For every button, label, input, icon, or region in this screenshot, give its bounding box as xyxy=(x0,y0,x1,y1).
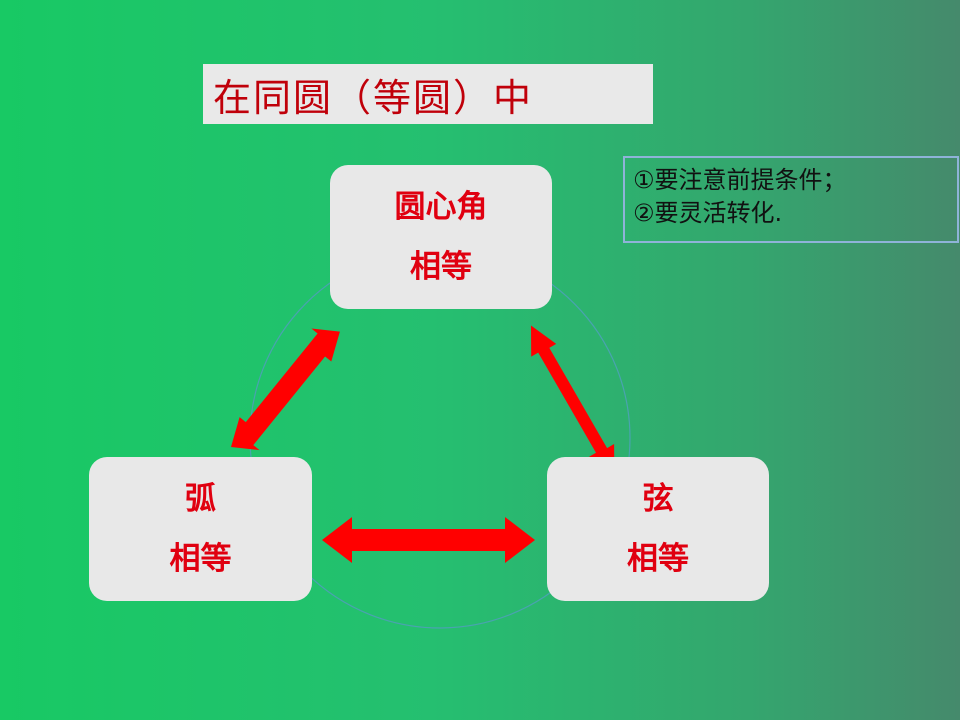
note-line-1: ①要注意前提条件； xyxy=(633,166,847,194)
node-chord: 弦 相等 xyxy=(547,457,769,601)
arrow-angle-arc xyxy=(231,328,340,451)
node-arc: 弧 相等 xyxy=(89,457,312,601)
node-central-angle-label: 圆心角 xyxy=(394,189,488,225)
node-arc-equal: 相等 xyxy=(169,541,232,577)
page-title: 在同圆（等圆）中 xyxy=(213,75,534,120)
arrow-angle-chord xyxy=(531,325,615,476)
double-arrow-icon xyxy=(531,325,615,476)
note-line-2: ②要灵活转化. xyxy=(633,199,783,227)
node-arc-label: 弧 xyxy=(185,481,216,517)
note-box: ①要注意前提条件； ②要灵活转化. xyxy=(623,156,959,243)
double-arrow-icon xyxy=(231,328,340,451)
node-central-angle: 圆心角 相等 xyxy=(330,165,552,309)
double-arrow-icon xyxy=(322,517,535,563)
title-box: 在同圆（等圆）中 xyxy=(203,64,653,124)
node-central-angle-equal: 相等 xyxy=(410,249,472,285)
arrow-arc-chord xyxy=(322,517,535,563)
node-chord-equal: 相等 xyxy=(627,541,689,577)
node-chord-label: 弦 xyxy=(642,481,674,517)
